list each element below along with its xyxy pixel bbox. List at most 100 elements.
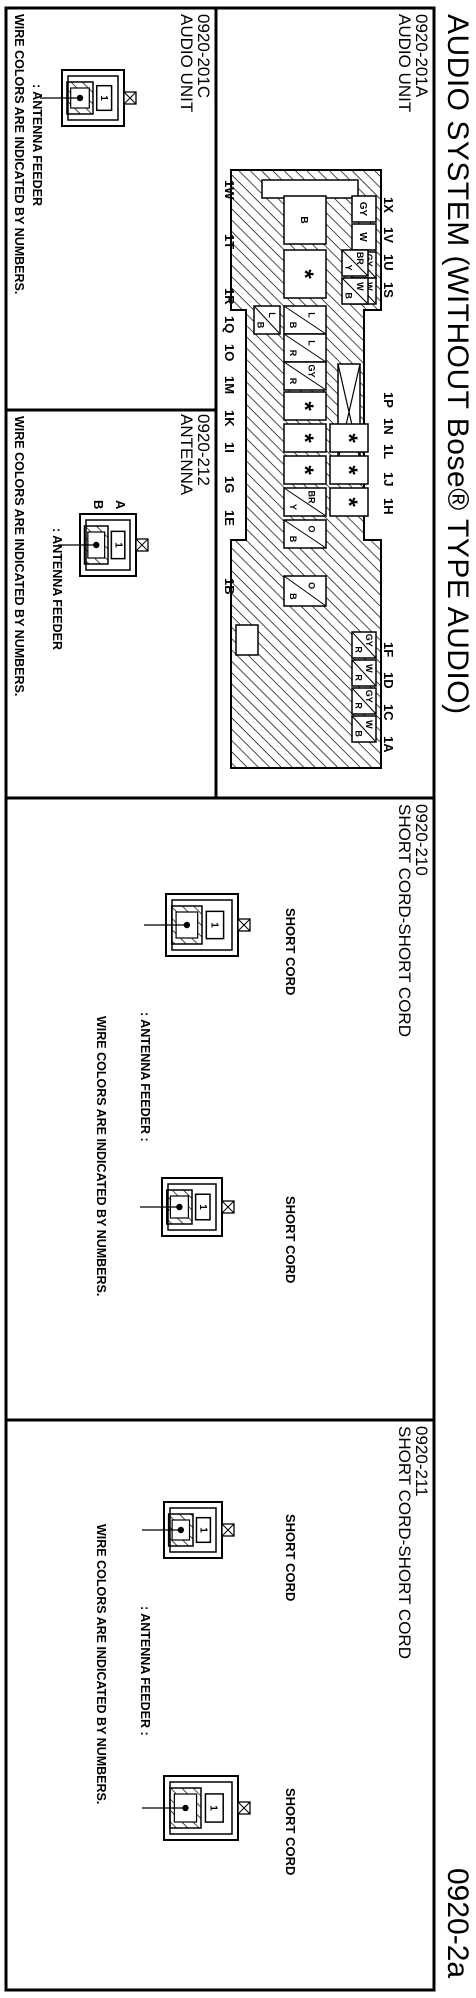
cell-mid-5-blank: * [335,497,362,507]
pin-number-1j: 1J [381,472,396,487]
cell-mid-1-top: BR [355,252,365,265]
pin-number-1l: 1L [381,444,396,460]
coax-connector-212: 1 [58,513,149,577]
cell-mid-5: * [329,487,369,517]
cell-mid-2: WB [341,277,369,305]
cell-lower-5-blank: * [291,433,318,443]
cell-lower-6-blank: * [291,465,318,475]
cell-upper-10: GYR [351,631,377,659]
cell-lower-5: * [283,423,327,453]
cell-mid-4: * [329,455,369,485]
pin-number-1i: 1I [222,442,237,453]
pin-number-1f: 1F [381,642,396,658]
cell-lower-1-bottom: B [288,322,298,329]
pin-number-1o: 1O [222,344,237,362]
pin-number-1p: 1P [381,392,396,408]
coax-connector-201c: 1 [40,69,137,127]
cell-lower-2-top: L [306,340,316,346]
pin-number-1r: 1R [222,288,237,305]
cell-upper-3-top: GY [364,254,374,267]
cell-upper-12-bottom: R [353,702,363,709]
cell-lower-8-bottom: B [288,536,298,543]
cell-lower-2: LR [283,333,327,363]
cell-upper-12-top: GY [364,690,374,703]
pin-number-1c: 1C [381,704,396,721]
cell-lower-2-bottom: R [288,350,298,357]
cell-lower-7-top: BR [306,490,316,503]
pin-number-1b: 1B [222,578,237,595]
cell-1b-bottom: B [288,593,298,600]
cell-1t-blank: * [291,269,318,279]
cell-upper-10-top: GY [364,634,374,647]
cell-upper-2-text: W [357,232,368,242]
coax-210-left: 1 [144,893,251,957]
pin-number-1d: 1D [381,672,396,689]
cell-upper-13-top: W [364,720,374,729]
cell-lower-8-top: O [306,525,316,532]
pin-number-1s: 1S [381,282,396,298]
cell-lower-7-bottom: Y [288,504,298,510]
cell-upper-4-top: W [364,282,374,291]
coax-210-right-terminal-number: 1 [197,1204,208,1210]
feeder-label-211: : ANTENNA FEEDER : [138,1606,152,1736]
cell-lower-3-top: GY [306,364,316,377]
cell-lower-6: * [283,455,327,485]
coax-211-right: 1 [142,1775,251,1841]
cell-mid-4-blank: * [335,465,362,475]
cell-mid-3: * [329,423,369,453]
coax-212-terminal-number: 1 [112,542,123,548]
cell-upper-13-bottom: B [353,730,363,737]
cell-1w-text: B [298,216,309,223]
cell-mid-3-blank: * [335,433,362,443]
cell-lower-3-bottom: R [288,378,298,385]
cell-upper-11-top: W [364,664,374,673]
cell-lower-7: BR Y [283,487,327,517]
cell-upper-10-bottom: R [353,646,363,653]
pin-number-1g: 1G [222,476,237,494]
coax-210-right: 1 [140,1177,235,1237]
coax-212: 1 [58,513,149,577]
cell-upper-13: WB [351,715,377,743]
pin-number-1v: 1V [381,227,396,243]
coax-211-right-terminal-number: 1 [208,1805,219,1811]
pin-number-1n: 1N [381,418,396,435]
pin-number-1u: 1U [381,254,396,271]
cell-upper-1-text: GY [357,202,368,217]
cell-mid-1-bottom: Y [344,265,354,271]
coax-210-left-terminal-number: 1 [208,922,219,928]
cell-1b: OB [283,575,327,607]
pin-number-1w: 1W [222,180,237,200]
cell-lower-1: LB [283,305,327,335]
cell-upper-12: GYR [351,687,377,715]
coax-211-left-terminal-number: 1 [198,1527,209,1533]
coax-211-left: 1 [142,1501,235,1559]
cell-lower-4: * [283,391,327,421]
cell-lower-8: OB [283,519,327,549]
pin-number-1m: 1M [222,376,237,395]
pin-number-1h: 1H [381,498,396,515]
wire-color-note-211: WIRE COLORS ARE INDICATED BY NUMBERS. [94,1524,108,1805]
coax-201c: 1 [40,69,137,127]
cell-1w: B [283,195,327,245]
pin-number-1e: 1E [222,510,237,526]
pin-number-1k: 1K [222,410,237,427]
pin-number-1a: 1A [381,736,396,753]
cell-lower-left-bottom: B [256,322,266,329]
cell-mid-2-bottom: B [344,292,354,299]
pin-number-1q: 1Q [222,316,237,334]
cell-upper-11: WR [351,659,377,687]
cell-1b-top: O [306,582,316,589]
pin-number-1t: 1T [222,234,237,250]
cell-lower-3: GY R [283,361,327,391]
cell-upper-1: GY [351,195,377,223]
coax-201c-terminal-number: 1 [98,95,109,101]
cell-lower-left: LB [253,305,281,335]
cell-lower-left-top: L [267,312,277,318]
cell-mid-1: BRY [341,249,369,277]
pin-number-1x: 1X [381,197,396,213]
